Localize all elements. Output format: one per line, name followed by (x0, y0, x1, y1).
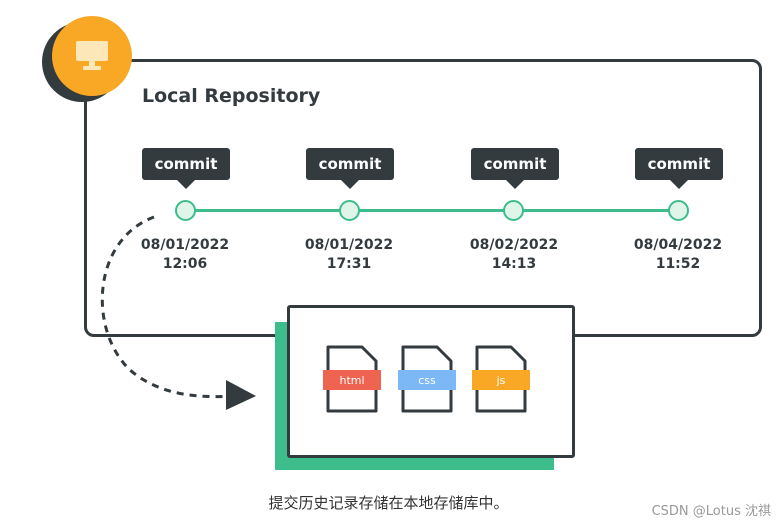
file-css: css (398, 345, 456, 417)
commit-label-2: commit (306, 148, 394, 189)
commit-time-2: 17:31 (326, 256, 372, 272)
local-repository-box (84, 59, 762, 337)
file-html: html (323, 345, 381, 417)
commit-timestamp-2: 08/01/2022 17:31 (289, 236, 409, 274)
commit-node-2 (339, 200, 360, 221)
watermark: CSDN @Lotus 沈祺 (651, 504, 771, 519)
commit-date-3: 08/02/2022 (469, 237, 559, 253)
commit-time-1: 12:06 (162, 256, 208, 272)
dashed-arrow-head (226, 380, 256, 410)
dashed-arrow (100, 215, 233, 399)
commit-date-1: 08/01/2022 (140, 237, 230, 253)
commit-timeline (185, 209, 678, 212)
commit-date-4: 08/04/2022 (633, 237, 723, 253)
commit-timestamp-4: 08/04/2022 11:52 (618, 236, 738, 274)
commit-timestamp-1: 08/01/2022 12:06 (125, 236, 245, 274)
commit-label-1: commit (142, 148, 230, 189)
commit-date-2: 08/01/2022 (304, 237, 394, 253)
file-js: js (472, 345, 530, 417)
commit-time-4: 11:52 (655, 256, 701, 272)
file-tag-js: js (472, 370, 530, 390)
monitor-badge (52, 16, 132, 96)
commit-node-4 (668, 200, 689, 221)
figure-caption: 提交历史记录存储在本地存储库中。 (268, 494, 509, 512)
file-tag-css: css (398, 370, 456, 390)
commit-node-3 (503, 200, 524, 221)
commit-label-3: commit (471, 148, 559, 189)
commit-label-4: commit (635, 148, 723, 189)
commit-timestamp-3: 08/02/2022 14:13 (454, 236, 574, 274)
repository-title: Local Repository (142, 85, 321, 107)
commit-node-1 (175, 200, 196, 221)
file-tag-html: html (323, 370, 381, 390)
commit-time-3: 14:13 (491, 256, 537, 272)
monitor-icon (76, 41, 108, 70)
